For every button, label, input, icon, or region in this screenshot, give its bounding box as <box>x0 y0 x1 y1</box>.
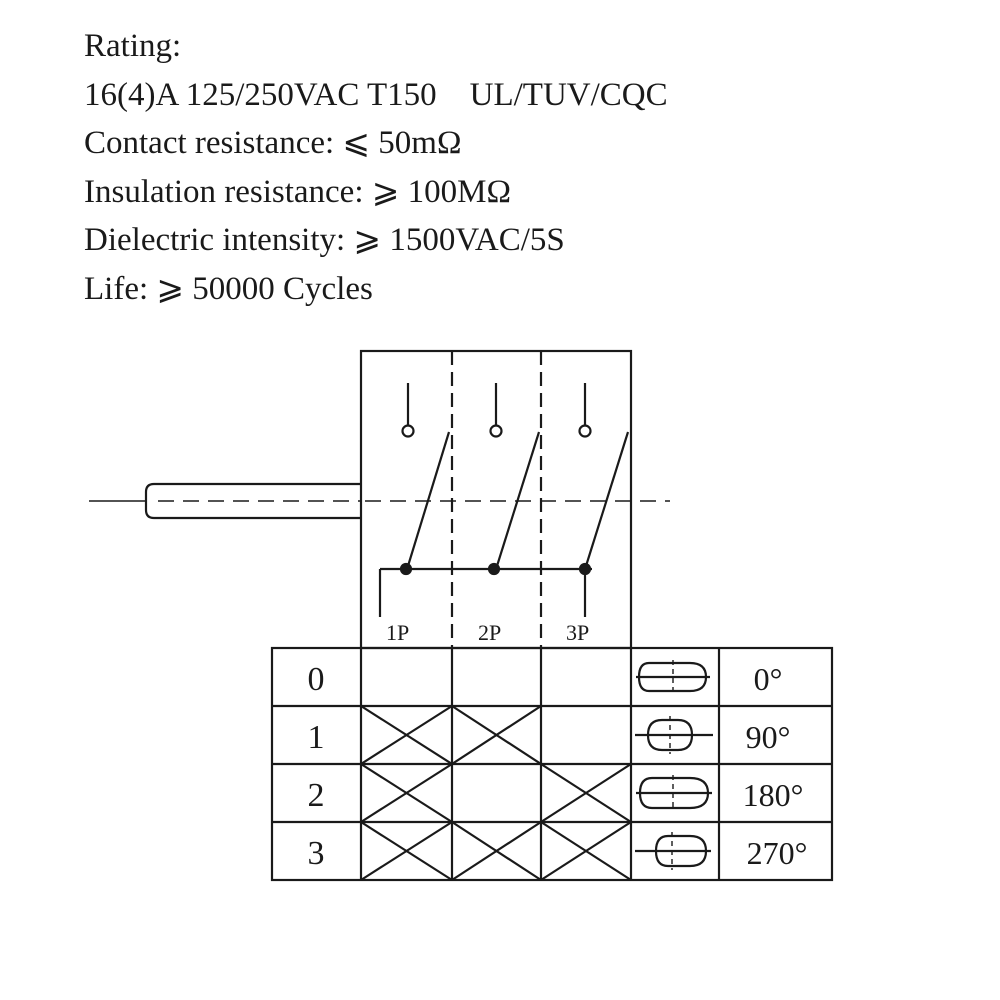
contact-cross-pos2-pole3 <box>540 763 632 823</box>
angle-label-90: 90° <box>746 719 791 755</box>
shaft <box>89 482 670 520</box>
pole-label-3p: 3P <box>566 620 589 645</box>
position-label-2: 2 <box>308 777 325 814</box>
rating-value: 16(4)A 125/250VAC T150 UL/TUV/CQC <box>84 76 668 113</box>
contact-cross-pos1-pole1 <box>360 705 453 765</box>
specification-block: Rating: 16(4)A 125/250VAC T150 UL/TUV/CQ… <box>84 22 668 313</box>
insulation-resistance: Insulation resistance: ⩾ 100MΩ <box>84 173 512 210</box>
angle-label-180: 180° <box>743 777 804 813</box>
pole-2-contact <box>487 383 541 576</box>
rating-label: Rating: <box>84 28 182 64</box>
contact-cross-pos3-pole2 <box>451 821 542 881</box>
pole-label-2p: 2P <box>478 620 501 645</box>
contact-cross-pos3-pole3 <box>540 821 632 881</box>
contact-cross-pos1-pole2 <box>451 705 542 765</box>
contact-resistance: Contact resistance: ⩽ 50mΩ <box>84 125 462 161</box>
position-label-1: 1 <box>308 719 325 756</box>
dielectric-intensity: Dielectric intensity: ⩾ 1500VAC/5S <box>84 222 565 258</box>
life-cycles: Life: ⩾ 50000 Cycles <box>84 270 373 307</box>
common-bus <box>378 567 592 617</box>
pole-3-contact <box>578 383 630 576</box>
knob-270-degree-icon <box>635 832 711 870</box>
position-label-0: 0 <box>308 661 325 698</box>
contact-cross-pos3-pole1 <box>360 821 453 881</box>
pole-label-1p: 1P <box>386 620 409 645</box>
position-label-3: 3 <box>308 835 325 872</box>
angle-label-270: 270° <box>747 835 808 871</box>
contact-cross-pos2-pole1 <box>360 763 453 823</box>
knob-180-degree-icon <box>636 775 712 811</box>
pole-1-contact <box>399 383 451 576</box>
angle-label-0: 0° <box>754 661 783 697</box>
knob-0-degree-icon <box>636 660 710 694</box>
knob-90-degree-icon <box>635 716 713 754</box>
